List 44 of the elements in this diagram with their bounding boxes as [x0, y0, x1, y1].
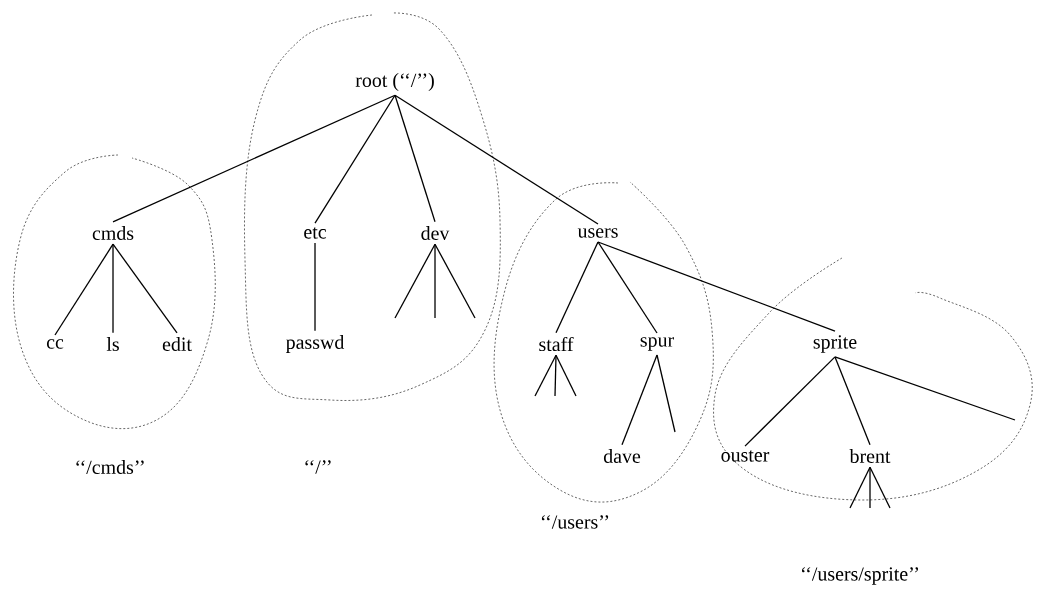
- directory-name: ls: [106, 337, 119, 351]
- path-label: ‘‘/users’’: [541, 515, 609, 529]
- directory-name: dave: [603, 449, 641, 463]
- tree-line: [744, 356, 836, 447]
- tree-line: [869, 466, 891, 509]
- tree-line: [394, 243, 436, 319]
- tree-line: [394, 94, 599, 225]
- directory-name: ouster: [721, 450, 770, 462]
- directory-name: dev: [421, 226, 450, 240]
- tree-line: [597, 241, 658, 334]
- directory-name: staff: [539, 336, 574, 352]
- directory-name: etc: [304, 227, 326, 239]
- tree-line: [534, 354, 557, 397]
- tree-line: [314, 94, 396, 224]
- tree-line: [434, 243, 436, 319]
- tree-line: [849, 466, 871, 509]
- tree-line: [597, 241, 836, 332]
- tree-line: [314, 242, 316, 332]
- directory-name: root (‘‘/’’): [355, 72, 434, 91]
- tree-line: [112, 94, 396, 223]
- directory-name: passwd: [286, 334, 345, 353]
- tree-line: [394, 94, 436, 223]
- directory-name: brent: [849, 449, 891, 463]
- tree-line: [112, 243, 178, 334]
- tree-line: [112, 243, 114, 334]
- directory-name: cc: [46, 339, 64, 349]
- tree-line: [869, 466, 871, 509]
- tree-line: [54, 243, 114, 336]
- tree-line: [834, 356, 871, 446]
- directory-name: users: [577, 228, 618, 238]
- directory-name: edit: [162, 337, 192, 351]
- path-label: ‘‘/users/sprite’’: [802, 567, 919, 585]
- path-label: ‘‘/cmds’’: [76, 460, 144, 474]
- tree-line: [656, 354, 676, 433]
- tree-line: [554, 354, 557, 397]
- tree-line: [555, 354, 577, 397]
- directory-name: sprite: [813, 335, 857, 353]
- directory-name: spur: [640, 337, 674, 351]
- tree-line: [555, 241, 599, 334]
- path-label: ‘‘/’’: [305, 460, 331, 474]
- tree-line: [834, 356, 1016, 421]
- tree-line: [621, 354, 658, 446]
- tree-line: [434, 243, 476, 319]
- directory-name: cmds: [92, 226, 134, 240]
